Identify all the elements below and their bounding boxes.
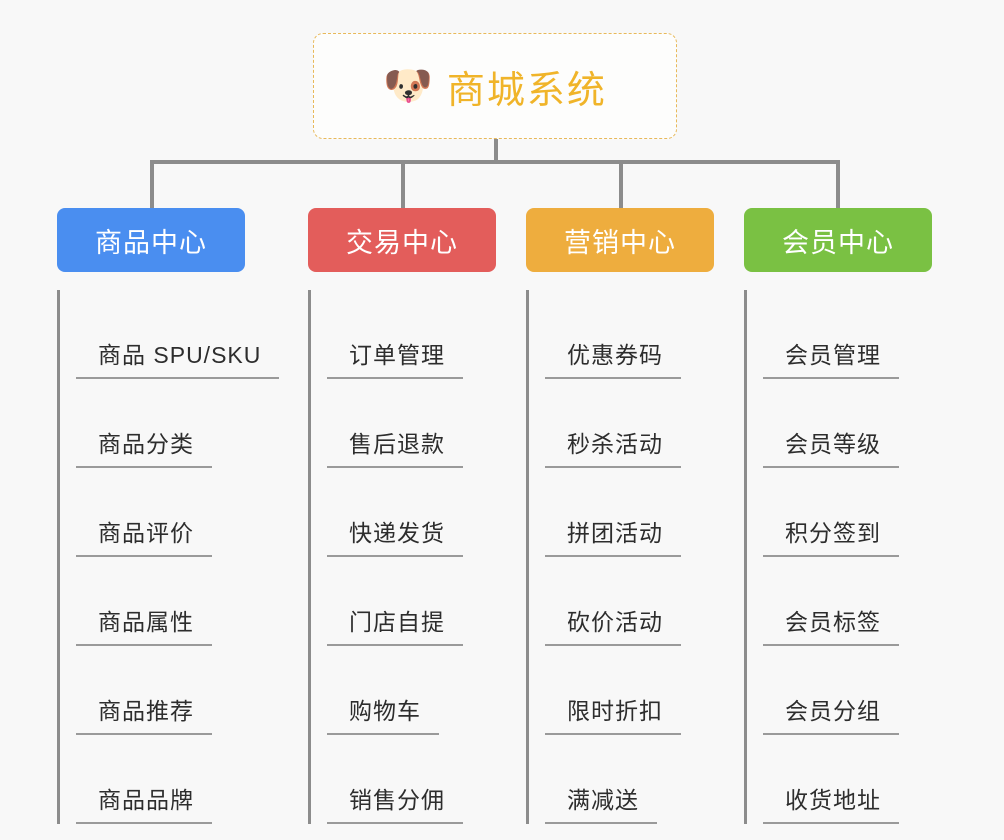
leaf-label: 购物车 <box>327 692 439 735</box>
connector-horizontal-bus <box>150 160 840 164</box>
list-item[interactable]: 会员标签 <box>763 557 962 646</box>
list-item[interactable]: 砍价活动 <box>545 557 744 646</box>
list-item[interactable]: 拼团活动 <box>545 468 744 557</box>
leaf-list-trade-center: 订单管理 售后退款 快递发货 门店自提 购物车 销售分佣 <box>308 290 526 824</box>
list-item[interactable]: 会员分组 <box>763 646 962 735</box>
list-item[interactable]: 限时折扣 <box>545 646 744 735</box>
leaf-label: 优惠券码 <box>545 336 681 379</box>
list-item[interactable]: 购物车 <box>327 646 526 735</box>
leaf-label: 商品推荐 <box>76 692 212 735</box>
category-header-marketing-center[interactable]: 营销中心 <box>526 208 714 272</box>
list-item[interactable]: 快递发货 <box>327 468 526 557</box>
leaf-label: 会员管理 <box>763 336 899 379</box>
list-item[interactable]: 订单管理 <box>327 290 526 379</box>
branch-trade-center: 交易中心 订单管理 售后退款 快递发货 门店自提 购物车 销售分佣 <box>308 208 526 824</box>
leaf-label: 快递发货 <box>327 514 463 557</box>
category-header-product-center[interactable]: 商品中心 <box>57 208 245 272</box>
list-item[interactable]: 商品 SPU/SKU <box>76 290 307 379</box>
leaf-label: 商品评价 <box>76 514 212 557</box>
category-label: 交易中心 <box>346 227 458 258</box>
list-item[interactable]: 商品推荐 <box>76 646 307 735</box>
connector-drop-marketing-center <box>619 160 623 208</box>
branch-member-center: 会员中心 会员管理 会员等级 积分签到 会员标签 会员分组 收货地址 <box>744 208 962 824</box>
connector-root-stem <box>494 139 498 163</box>
leaf-label: 满减送 <box>545 781 657 824</box>
root-node[interactable]: 🐶 商城系统 <box>313 33 677 139</box>
list-item[interactable]: 商品属性 <box>76 557 307 646</box>
leaf-label: 商品属性 <box>76 603 212 646</box>
leaf-label: 会员等级 <box>763 425 899 468</box>
category-header-trade-center[interactable]: 交易中心 <box>308 208 496 272</box>
leaf-label: 订单管理 <box>327 336 463 379</box>
leaf-label: 销售分佣 <box>327 781 463 824</box>
leaf-label: 积分签到 <box>763 514 899 557</box>
connector-drop-trade-center <box>401 160 405 208</box>
leaf-label: 会员标签 <box>763 603 899 646</box>
connector-drop-member-center <box>836 160 840 208</box>
leaf-label: 门店自提 <box>327 603 463 646</box>
list-item[interactable]: 商品品牌 <box>76 735 307 824</box>
list-item[interactable]: 收货地址 <box>763 735 962 824</box>
root-title: 商城系统 <box>446 69 607 112</box>
list-item[interactable]: 优惠券码 <box>545 290 744 379</box>
list-item[interactable]: 会员等级 <box>763 379 962 468</box>
leaf-label: 收货地址 <box>763 781 899 824</box>
list-item[interactable]: 会员管理 <box>763 290 962 379</box>
branch-marketing-center: 营销中心 优惠券码 秒杀活动 拼团活动 砍价活动 限时折扣 满减送 <box>526 208 744 824</box>
list-item[interactable]: 销售分佣 <box>327 735 526 824</box>
branch-product-center: 商品中心 商品 SPU/SKU 商品分类 商品评价 商品属性 商品推荐 商品品牌 <box>57 208 307 824</box>
dog-face-emoji: 🐶 <box>383 64 433 108</box>
list-item[interactable]: 满减送 <box>545 735 744 824</box>
leaf-label: 商品分类 <box>76 425 212 468</box>
list-item[interactable]: 门店自提 <box>327 557 526 646</box>
leaf-list-member-center: 会员管理 会员等级 积分签到 会员标签 会员分组 收货地址 <box>744 290 962 824</box>
leaf-list-marketing-center: 优惠券码 秒杀活动 拼团活动 砍价活动 限时折扣 满减送 <box>526 290 744 824</box>
list-item[interactable]: 秒杀活动 <box>545 379 744 468</box>
leaf-label: 秒杀活动 <box>545 425 681 468</box>
leaf-label: 拼团活动 <box>545 514 681 557</box>
category-header-member-center[interactable]: 会员中心 <box>744 208 932 272</box>
leaf-label: 限时折扣 <box>545 692 681 735</box>
category-label: 商品中心 <box>95 227 207 258</box>
list-item[interactable]: 商品评价 <box>76 468 307 557</box>
leaf-label: 售后退款 <box>327 425 463 468</box>
leaf-label: 会员分组 <box>763 692 899 735</box>
leaf-label: 商品品牌 <box>76 781 212 824</box>
leaf-list-product-center: 商品 SPU/SKU 商品分类 商品评价 商品属性 商品推荐 商品品牌 <box>57 290 307 824</box>
leaf-label: 砍价活动 <box>545 603 681 646</box>
list-item[interactable]: 商品分类 <box>76 379 307 468</box>
list-item[interactable]: 积分签到 <box>763 468 962 557</box>
category-label: 会员中心 <box>782 227 894 258</box>
category-label: 营销中心 <box>564 227 676 258</box>
list-item[interactable]: 售后退款 <box>327 379 526 468</box>
connector-drop-product-center <box>150 160 154 208</box>
leaf-label: 商品 SPU/SKU <box>76 336 280 379</box>
